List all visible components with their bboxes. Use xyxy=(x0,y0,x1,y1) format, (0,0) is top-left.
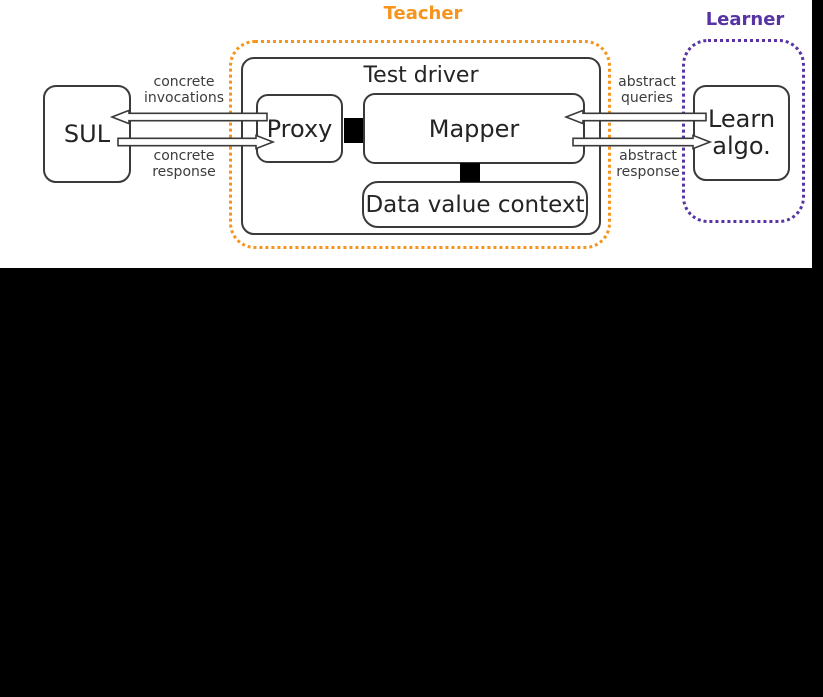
test-driver-label: Test driver xyxy=(363,63,479,88)
arrow-abstract-response-right-icon xyxy=(572,134,713,150)
mapper-label: Mapper xyxy=(428,114,520,143)
learn-algo-label-line2: algo. xyxy=(712,132,771,160)
arrow-concrete-response-right-icon xyxy=(117,134,276,150)
concrete-invocations-line1: concrete xyxy=(153,74,215,90)
concrete-response-line1: concrete xyxy=(153,148,215,164)
abstract-response-line1: abstract xyxy=(619,148,677,164)
proxy-box: Proxy xyxy=(256,94,343,163)
arrow-abstract-queries-left-icon xyxy=(563,109,707,125)
teacher-region-title: Teacher xyxy=(383,3,463,24)
concrete-invocations-line2: invocations xyxy=(143,89,225,106)
data-value-context-label: Data value context xyxy=(365,191,585,218)
abstract-queries-line1: abstract xyxy=(618,74,676,90)
abstract-queries-label: abstract queries xyxy=(618,74,676,106)
proxy-label: Proxy xyxy=(266,114,333,143)
mapper-context-connector xyxy=(460,163,480,182)
concrete-response-label: concrete response xyxy=(152,148,216,180)
abstract-response-line2: response xyxy=(616,163,680,180)
learner-region-title: Learner xyxy=(705,9,785,30)
proxy-mapper-connector xyxy=(344,118,363,143)
learn-algo-label-line1: Learn xyxy=(707,105,776,133)
diagram-canvas: Teacher Learner Test driver SUL Proxy Ma… xyxy=(0,0,812,268)
learner-region-outline xyxy=(682,39,805,223)
learn-algo-box: Learn algo. xyxy=(693,85,790,181)
data-value-context-box: Data value context xyxy=(362,181,588,228)
sul-label: SUL xyxy=(63,120,111,148)
abstract-queries-line2: queries xyxy=(621,89,673,106)
sul-box: SUL xyxy=(43,85,131,183)
concrete-response-line2: response xyxy=(152,163,216,180)
abstract-response-label: abstract response xyxy=(616,148,680,180)
arrow-concrete-invocations-left-icon xyxy=(109,109,268,125)
concrete-invocations-label: concrete invocations xyxy=(143,74,225,106)
mapper-box: Mapper xyxy=(363,93,585,164)
